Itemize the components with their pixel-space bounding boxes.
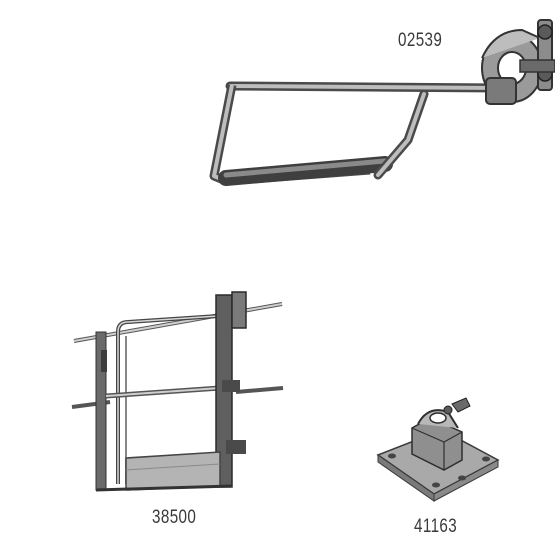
part-number-38500: 38500 bbox=[152, 507, 197, 528]
part-number-41163: 41163 bbox=[414, 516, 458, 537]
part-number-02539: 02539 bbox=[398, 30, 443, 51]
